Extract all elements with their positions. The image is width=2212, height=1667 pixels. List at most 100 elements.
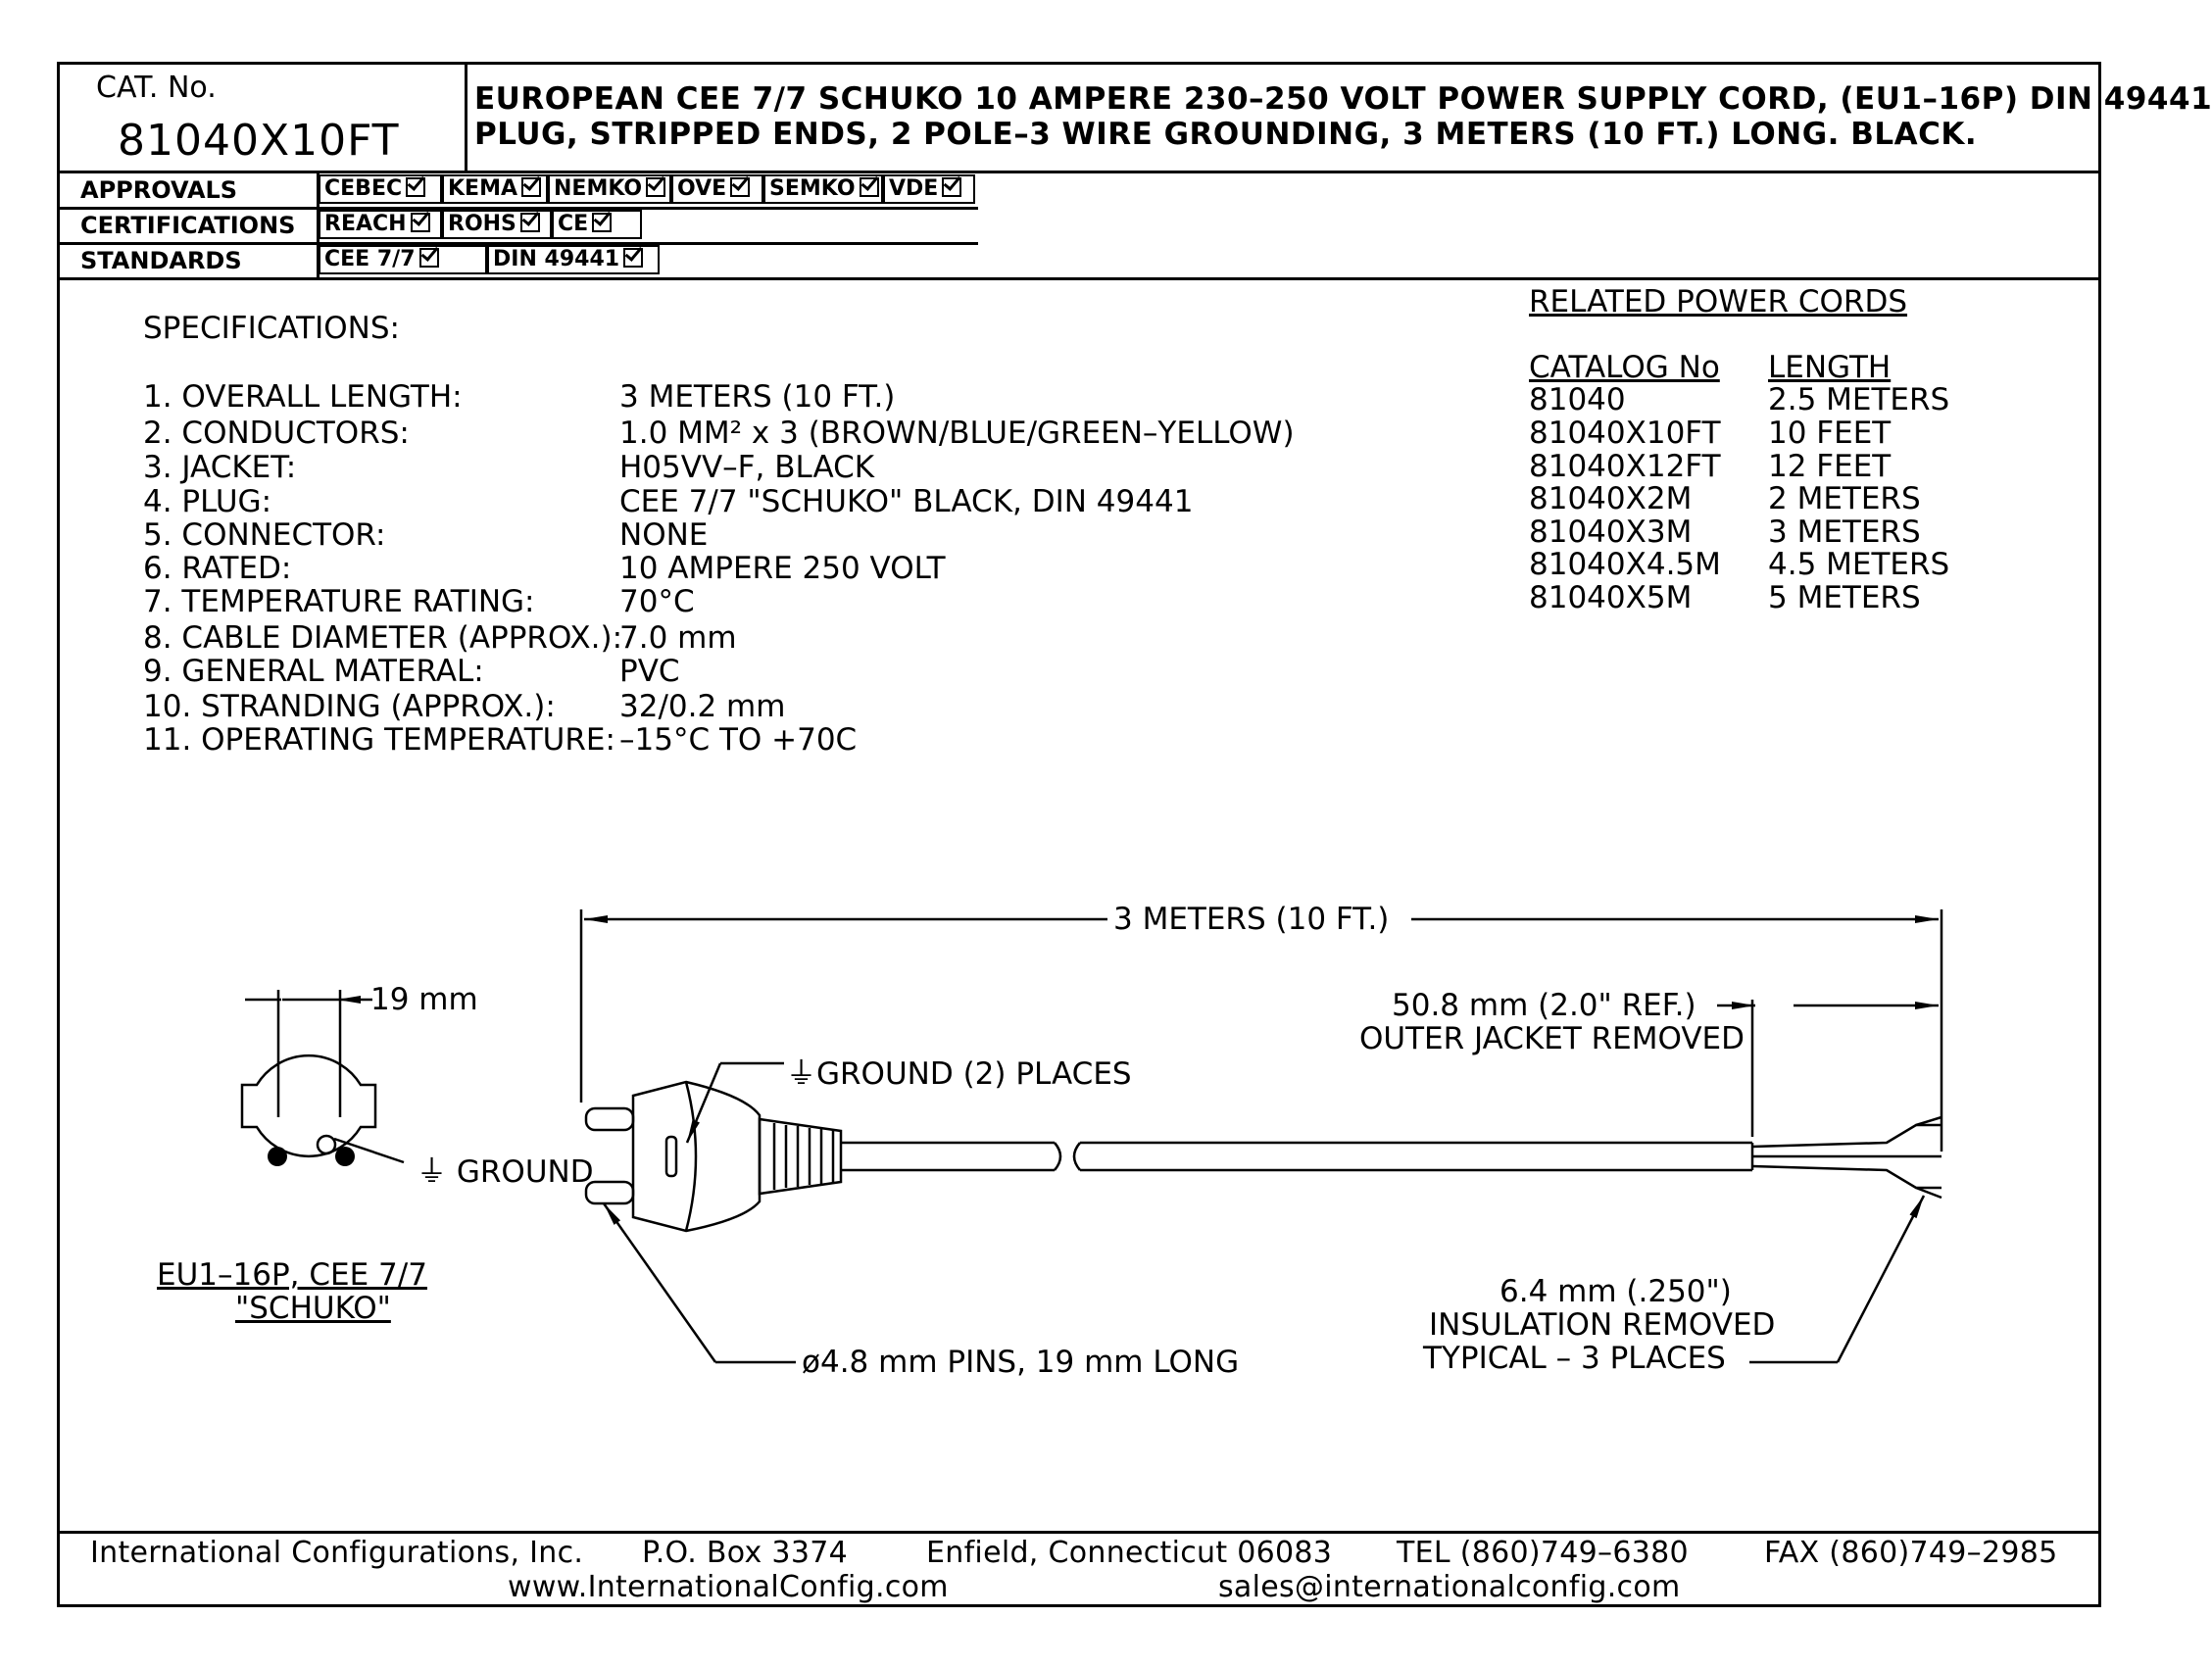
spec-value: –15°C TO +70C bbox=[619, 722, 858, 758]
related-catalog: 81040X3M bbox=[1529, 515, 1693, 550]
plug-ground-clip bbox=[664, 1135, 678, 1178]
related-heading: RELATED POWER CORDS bbox=[1529, 284, 1908, 319]
spec-label: 10. STRANDING (APPROX.): bbox=[143, 689, 556, 724]
standard-cee77: CEE 7/7 bbox=[319, 245, 487, 274]
checkbox-checked-icon bbox=[623, 248, 644, 268]
cable-break-left bbox=[1054, 1142, 1062, 1171]
plug-pin-top bbox=[584, 1106, 635, 1132]
checkbox-checked-icon bbox=[859, 177, 879, 197]
spec-value: 70°C bbox=[619, 584, 695, 619]
insul-label-line-2: INSULATION REMOVED bbox=[1429, 1307, 1776, 1343]
wire-top bbox=[1751, 1123, 1942, 1149]
spec-label: 6. RATED: bbox=[143, 551, 292, 586]
plug-face-outline bbox=[240, 1054, 377, 1158]
checkbox-checked-icon bbox=[418, 248, 439, 268]
approvals-row-divider bbox=[57, 207, 978, 210]
plug-caption-line-2: "SCHUKO" bbox=[235, 1291, 391, 1326]
related-catalog: 81040X2M bbox=[1529, 481, 1693, 516]
pins-label: ø4.8 mm PINS, 19 mm LONG bbox=[802, 1345, 1240, 1380]
wire-bottom bbox=[1751, 1164, 1942, 1190]
spec-label: 3. JACKET: bbox=[143, 450, 297, 485]
footer-tel: TEL (860)749–6380 bbox=[1397, 1536, 1689, 1570]
spec-label: 9. GENERAL MATERAL: bbox=[143, 654, 484, 689]
footer-email[interactable]: sales@internationalconfig.com bbox=[1218, 1570, 1681, 1604]
ground-places-label: ⏚GROUND (2) PLACES bbox=[786, 1056, 1132, 1092]
approvals-label: APPROVALS bbox=[80, 176, 238, 204]
spec-value: NONE bbox=[619, 517, 709, 553]
certifications-label: CERTIFICATIONS bbox=[80, 212, 296, 239]
plug-strain-relief bbox=[758, 1117, 843, 1196]
spec-value: H05VV–F, BLACK bbox=[619, 450, 875, 485]
related-length: 2 METERS bbox=[1768, 481, 1921, 516]
insul-leader bbox=[1836, 1195, 1926, 1363]
standard-din49441: DIN 49441 bbox=[487, 245, 660, 274]
approval-cebec: CEBEC bbox=[319, 174, 442, 204]
plug-body-seam bbox=[684, 1081, 698, 1232]
plug-pin-hole-left bbox=[268, 1147, 287, 1166]
related-catalog: 81040X10FT bbox=[1529, 416, 1721, 451]
related-col-catalog: CATALOG No bbox=[1529, 350, 1720, 385]
face-ground-label: ⏚ GROUND bbox=[417, 1154, 594, 1190]
footer-fax: FAX (860)749–2985 bbox=[1764, 1536, 2058, 1570]
overall-dim-label: 3 METERS (10 FT.) bbox=[1109, 902, 1394, 937]
cat-number: 81040X10FT bbox=[118, 116, 400, 166]
related-length: 12 FEET bbox=[1768, 449, 1892, 484]
plug-ground-contact bbox=[316, 1134, 337, 1155]
spec-label: 7. TEMPERATURE RATING: bbox=[143, 584, 535, 619]
spec-value: 1.0 MM² x 3 (BROWN/BLUE/GREEN–YELLOW) bbox=[619, 416, 1295, 451]
face-ground-leader bbox=[333, 1137, 405, 1164]
ground-places-leader bbox=[685, 1062, 722, 1144]
cable-break-right bbox=[1072, 1142, 1081, 1171]
spec-value: PVC bbox=[619, 654, 680, 689]
approval-kema: KEMA bbox=[442, 174, 548, 204]
spec-label: 8. CABLE DIAMETER (APPROX.): bbox=[143, 620, 623, 656]
related-length: 10 FEET bbox=[1768, 416, 1892, 451]
footer-city: Enfield, Connecticut 06083 bbox=[926, 1536, 1333, 1570]
related-length: 4.5 METERS bbox=[1768, 547, 1950, 582]
cat-label: CAT. No. bbox=[96, 71, 217, 105]
footer-divider bbox=[57, 1531, 2101, 1534]
cert-rohs: ROHS bbox=[442, 210, 552, 239]
checkbox-checked-icon bbox=[406, 177, 426, 197]
spec-label: 4. PLUG: bbox=[143, 484, 272, 519]
plug-pin-hole-right bbox=[335, 1147, 355, 1166]
footer-website[interactable]: www.InternationalConfig.com bbox=[508, 1570, 949, 1604]
checkbox-checked-icon bbox=[942, 177, 962, 197]
drawing-frame bbox=[57, 62, 2101, 1607]
pins-leader bbox=[602, 1202, 717, 1363]
face-dim-label: 19 mm bbox=[370, 982, 478, 1017]
related-length: 2.5 METERS bbox=[1768, 382, 1950, 417]
specifications-heading: SPECIFICATIONS: bbox=[143, 311, 400, 346]
footer-po-box: P.O. Box 3374 bbox=[642, 1536, 848, 1570]
related-catalog: 81040 bbox=[1529, 382, 1626, 417]
spec-value: 3 METERS (10 FT.) bbox=[619, 379, 896, 415]
approval-vde: VDE bbox=[883, 174, 975, 204]
spec-label: 1. OVERALL LENGTH: bbox=[143, 379, 463, 415]
title-line-1: EUROPEAN CEE 7/7 SCHUKO 10 AMPERE 230–25… bbox=[474, 81, 2212, 117]
plug-body bbox=[631, 1080, 762, 1233]
ground-symbol-icon: ⏚ bbox=[417, 1154, 447, 1190]
strip-label-line-1: 50.8 mm (2.0" REF.) bbox=[1392, 988, 1696, 1023]
spec-label: 11. OPERATING TEMPERATURE: bbox=[143, 722, 615, 758]
checkbox-checked-icon bbox=[410, 213, 430, 232]
strip-label-line-2: OUTER JACKET REMOVED bbox=[1359, 1021, 1745, 1056]
plug-caption-line-1: EU1–16P, CEE 7/7 bbox=[157, 1257, 427, 1293]
insul-label-line-3: TYPICAL – 3 PLACES bbox=[1423, 1341, 1726, 1376]
spec-value: 7.0 mm bbox=[619, 620, 737, 656]
cord-drawing bbox=[240, 909, 1943, 1364]
header-vertical-divider bbox=[465, 62, 467, 172]
related-col-length: LENGTH bbox=[1768, 350, 1892, 385]
spec-value: 32/0.2 mm bbox=[619, 689, 786, 724]
insul-label-line-1: 6.4 mm (.250") bbox=[1499, 1274, 1732, 1309]
checkbox-checked-icon bbox=[730, 177, 751, 197]
related-catalog: 81040X4.5M bbox=[1529, 547, 1721, 582]
ground-symbol-icon: ⏚ bbox=[786, 1056, 816, 1092]
compliance-label-divider bbox=[317, 171, 320, 278]
standards-label: STANDARDS bbox=[80, 247, 242, 274]
approval-ove: OVE bbox=[671, 174, 763, 204]
checkbox-checked-icon bbox=[646, 177, 666, 197]
checkbox-checked-icon bbox=[521, 177, 541, 197]
related-length: 3 METERS bbox=[1768, 515, 1921, 550]
related-length: 5 METERS bbox=[1768, 580, 1921, 615]
title-line-2: PLUG, STRIPPED ENDS, 2 POLE–3 WIRE GROUN… bbox=[474, 117, 1978, 152]
